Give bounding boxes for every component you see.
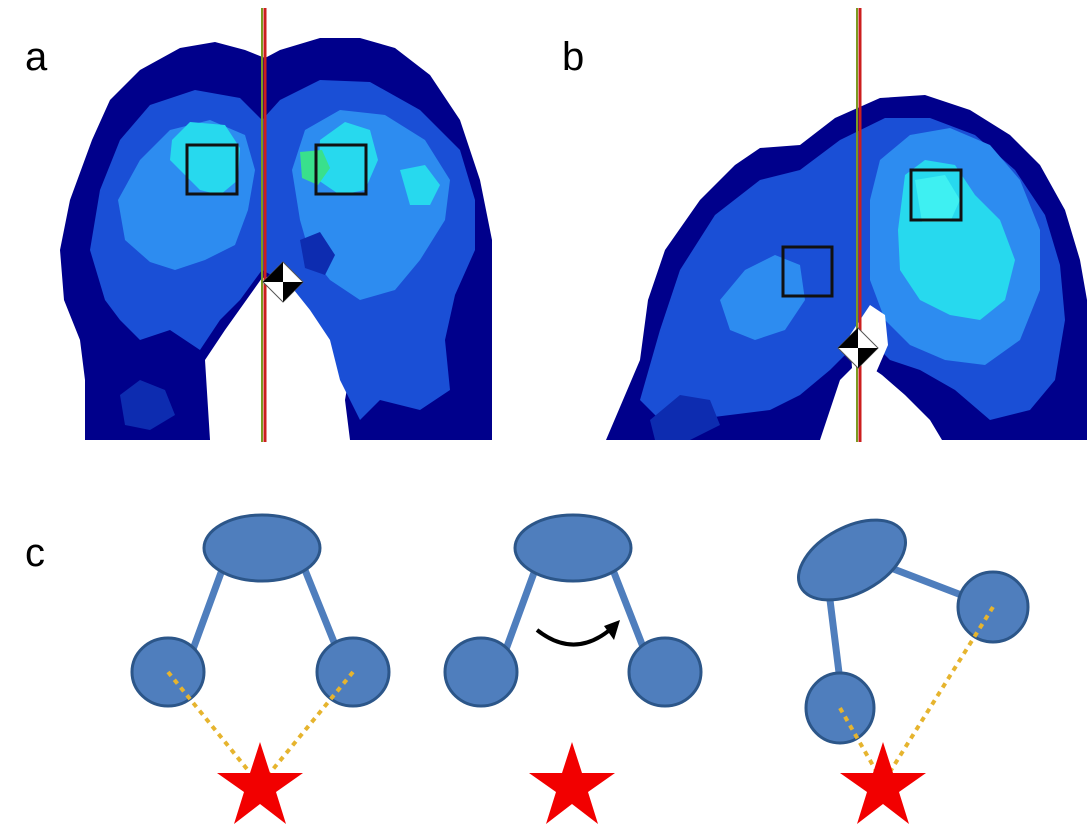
node-diagram-tilted bbox=[796, 518, 1030, 824]
dotted-line bbox=[166, 670, 262, 787]
panel-c: c bbox=[25, 513, 1030, 824]
panel-label-a: a bbox=[25, 35, 48, 79]
pressure-map-a-region-cyan-2 bbox=[318, 122, 378, 195]
link bbox=[301, 566, 342, 656]
star-icon bbox=[217, 742, 303, 824]
dotted-line bbox=[881, 605, 995, 785]
panel-a: a bbox=[0, 8, 548, 444]
panel-label-c: c bbox=[25, 531, 45, 575]
top-node bbox=[513, 513, 633, 583]
roi-box-b-lateral bbox=[781, 245, 834, 298]
link bbox=[188, 566, 226, 656]
node-diagram-rotating bbox=[443, 513, 703, 824]
top-node bbox=[202, 513, 322, 583]
left-node bbox=[443, 636, 519, 708]
star-icon bbox=[840, 742, 926, 824]
center-of-pressure-icon bbox=[262, 261, 304, 303]
star-icon bbox=[529, 742, 615, 824]
dotted-line bbox=[258, 670, 355, 787]
center-of-pressure-icon bbox=[837, 327, 879, 369]
right-node bbox=[627, 636, 703, 708]
top-node bbox=[796, 518, 908, 602]
pressure-map-b-region-dark bbox=[650, 395, 720, 440]
pressure-map-b-region-cyan-2 bbox=[915, 175, 960, 222]
curved-arrow-icon bbox=[535, 620, 620, 647]
roi-box-a-right bbox=[314, 143, 368, 196]
panel-label-b: b bbox=[562, 35, 584, 79]
node-diagram-balanced bbox=[130, 513, 391, 824]
pressure-map-a-region-dark-2 bbox=[300, 232, 335, 275]
link bbox=[501, 566, 539, 656]
panel-b: b bbox=[556, 8, 1087, 444]
pressure-map-a-region-cyan-3 bbox=[400, 165, 440, 205]
roi-box-b-medial bbox=[909, 168, 963, 222]
pressure-map-a-region-dark bbox=[120, 380, 175, 430]
link bbox=[609, 566, 649, 656]
roi-box-a-left bbox=[185, 143, 239, 196]
